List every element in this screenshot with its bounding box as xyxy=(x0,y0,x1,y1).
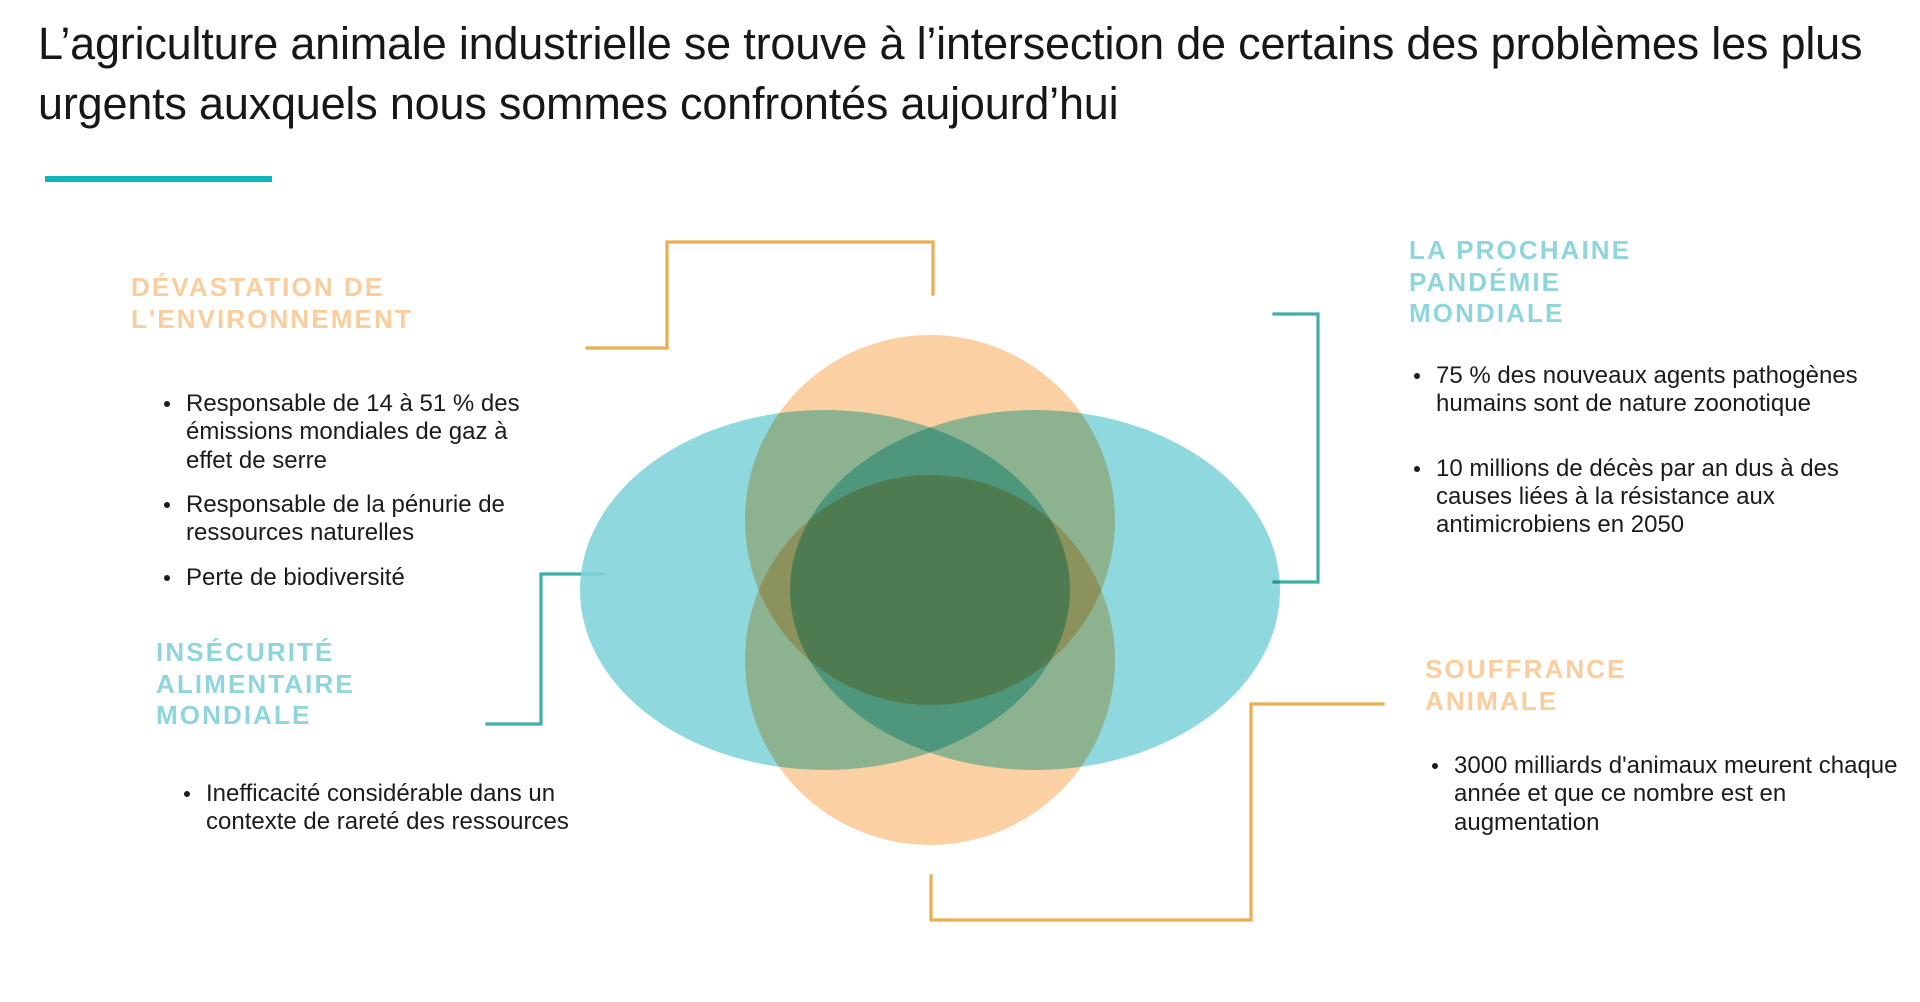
section-heading-environment: DÉVASTATION DE L'ENVIRONNEMENT xyxy=(131,272,413,334)
title-accent-bar xyxy=(45,176,272,182)
section-heading-animal-suffering: SOUFFRANCE ANIMALE xyxy=(1425,654,1627,716)
venn-circle-bottom xyxy=(745,475,1115,845)
page-title: L’agriculture animale industrielle se tr… xyxy=(38,18,1863,129)
bullet-list-pandemic: 75 % des nouveaux agents pathogènes huma… xyxy=(1410,362,1920,576)
list-item: 10 millions de décès par an dus à des ca… xyxy=(1410,455,1920,540)
list-item: 3000 milliards d'animaux meurent chaque … xyxy=(1428,752,1898,837)
connector-pandemic xyxy=(1272,310,1402,590)
list-item: Inefficacité considérable dans un contex… xyxy=(180,780,580,837)
list-item: 75 % des nouveaux agents pathogènes huma… xyxy=(1410,362,1920,419)
connector-animal-suffering xyxy=(925,698,1395,933)
section-heading-food-insecurity: INSÉCURITÉ ALIMENTAIRE MONDIALE xyxy=(156,637,355,731)
connector-food-insecurity xyxy=(485,570,645,735)
connector-environment xyxy=(585,236,945,356)
venn-diagram xyxy=(570,230,1290,950)
list-item: Responsable de la pénurie de ressources … xyxy=(160,491,560,548)
section-heading-pandemic: LA PROCHAINE PANDÉMIE MONDIALE xyxy=(1409,235,1632,329)
bullet-list-food-insecurity: Inefficacité considérable dans un contex… xyxy=(180,780,580,837)
bullet-list-animal-suffering: 3000 milliards d'animaux meurent chaque … xyxy=(1428,752,1898,837)
bullet-list-environment: Responsable de 14 à 51 % des émissions m… xyxy=(160,390,560,592)
list-item: Perte de biodiversité xyxy=(160,564,560,592)
list-item: Responsable de 14 à 51 % des émissions m… xyxy=(160,390,560,475)
